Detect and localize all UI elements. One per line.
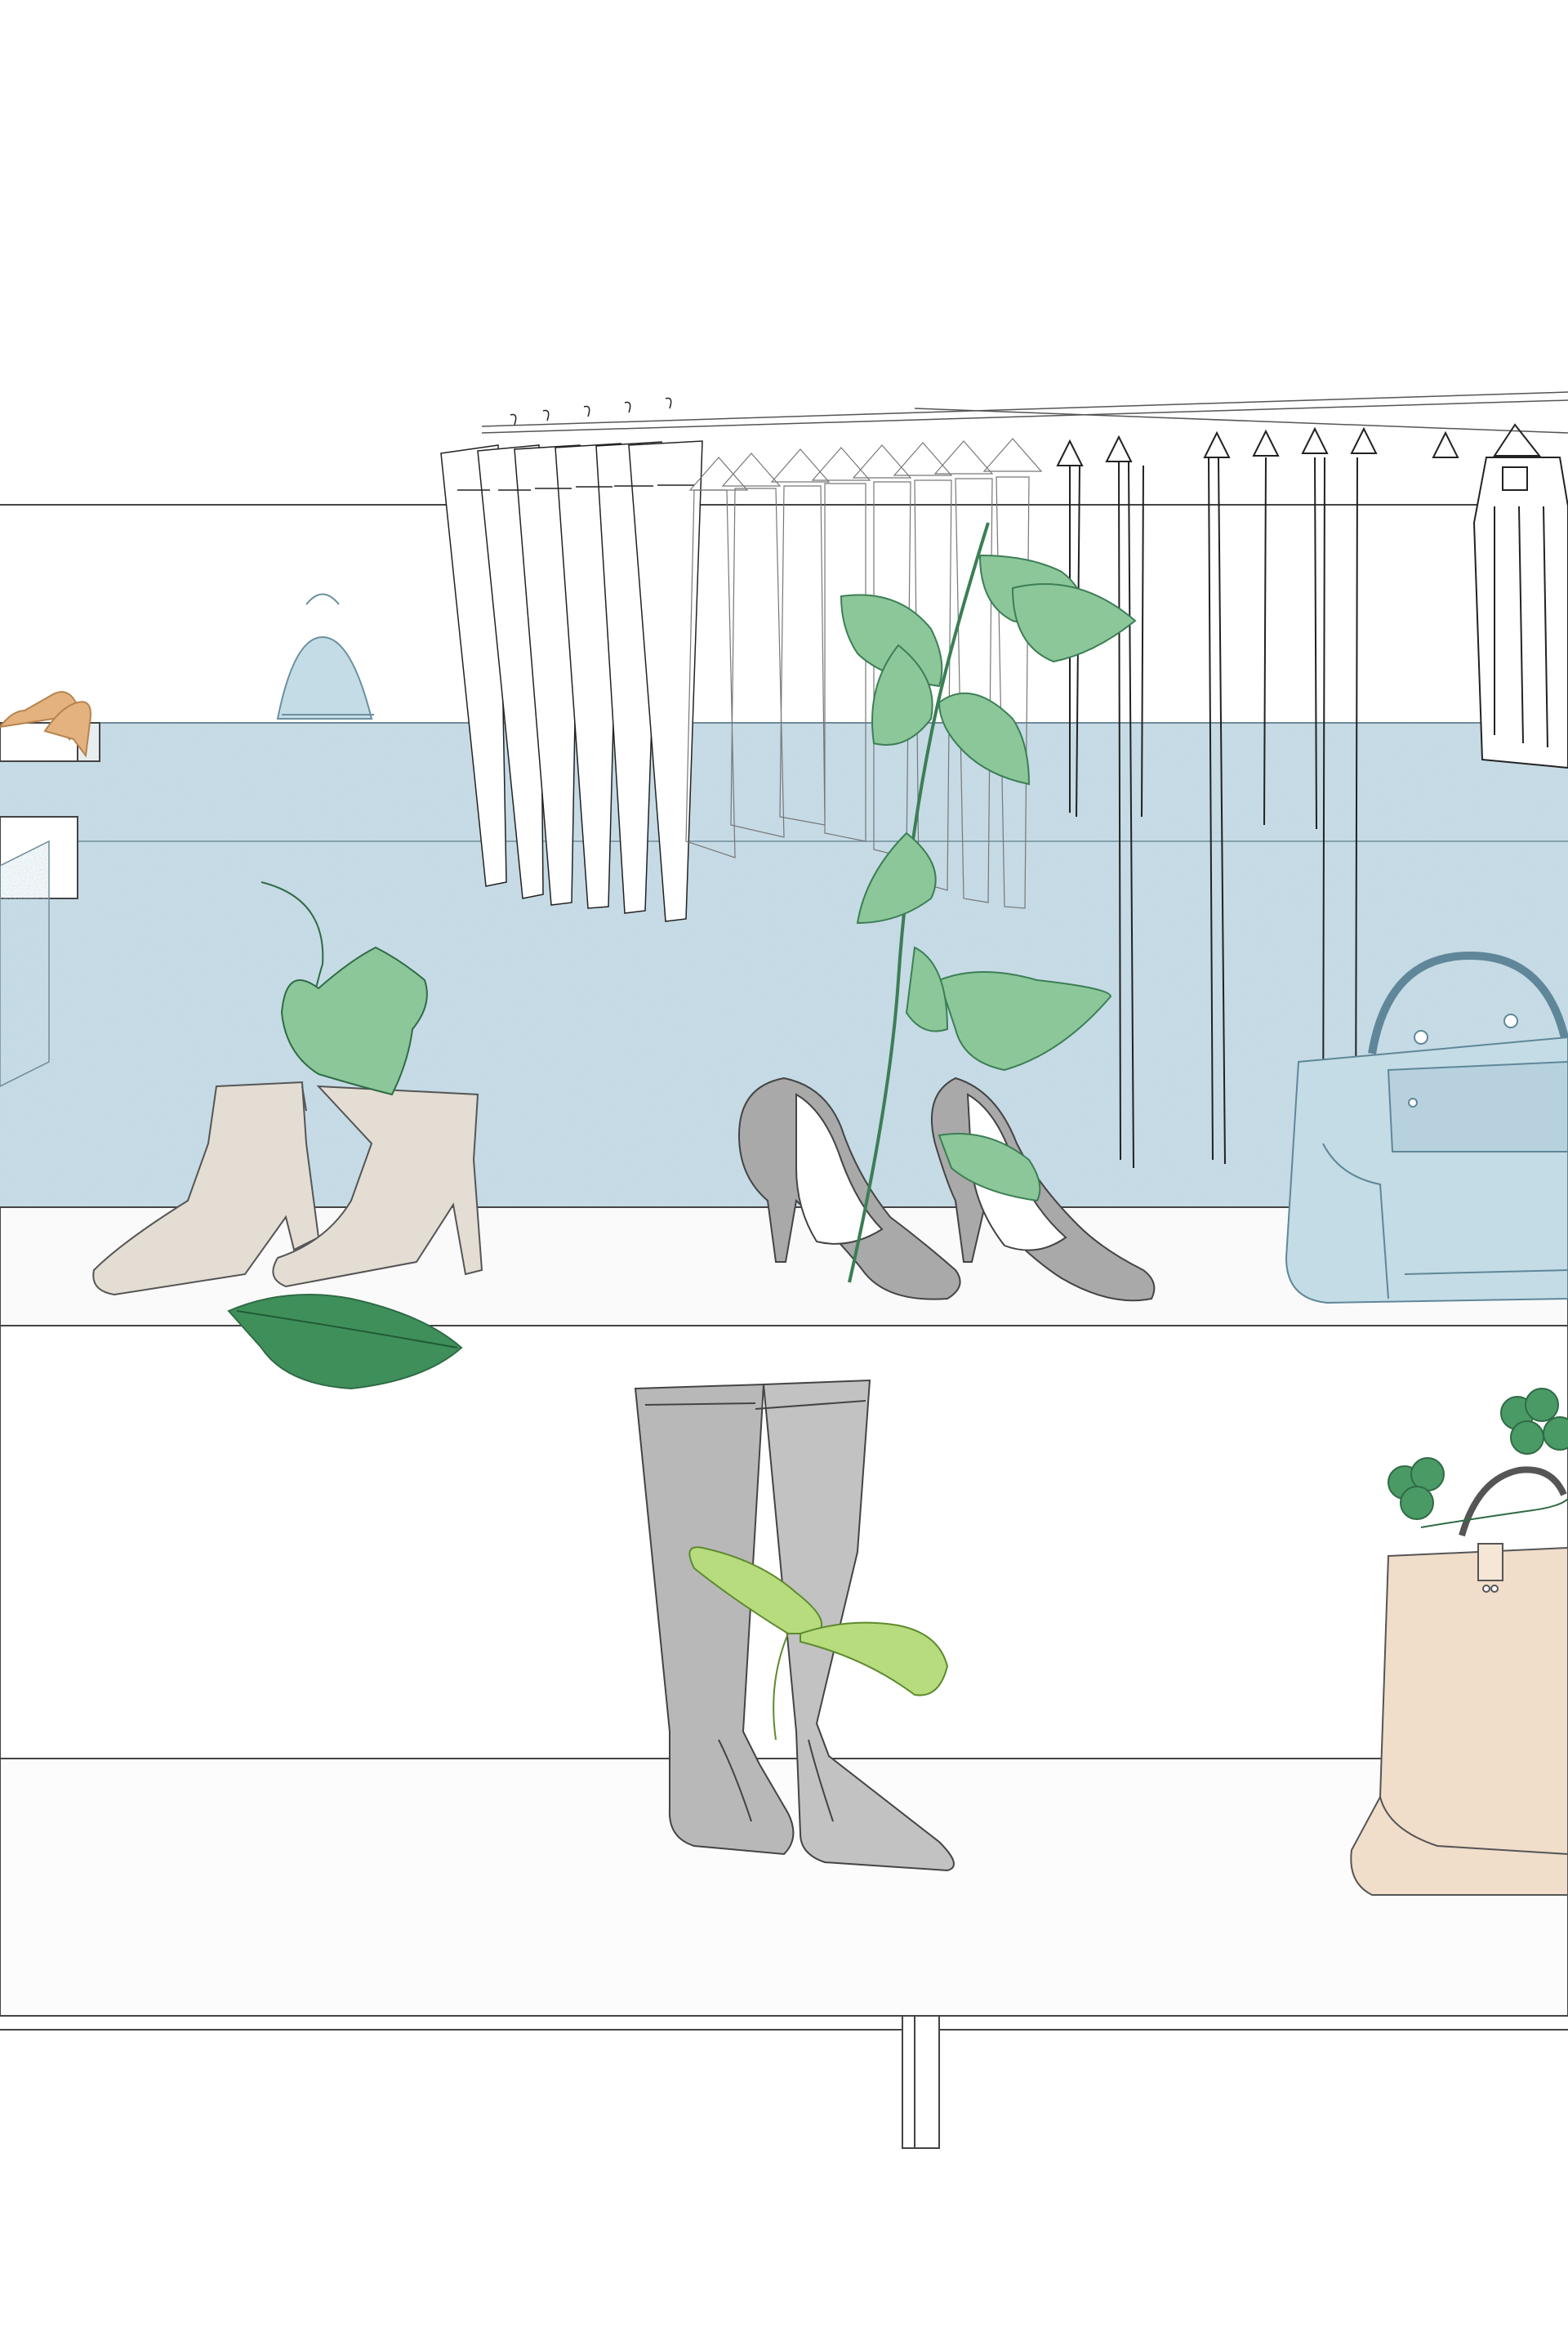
small-blue-purse <box>276 593 374 720</box>
clothing-rail <box>481 391 1568 434</box>
tall-grey-boots <box>634 1379 955 1872</box>
clover-sprig <box>1388 1388 1568 1528</box>
long-leaf <box>227 1294 463 1390</box>
climbing-vine <box>840 522 1137 1283</box>
hanging-skirts <box>1056 426 1459 1169</box>
blue-handbag <box>1285 951 1568 1304</box>
speckled-platform <box>0 722 1568 1208</box>
lime-seed-leaf <box>688 1546 949 1741</box>
beige-tote <box>1350 1466 1568 1896</box>
hanging-trousers <box>440 397 703 922</box>
shelving <box>0 1206 1568 2149</box>
beige-ankle-boots <box>92 1081 483 1296</box>
hanging-skirt-right <box>1472 423 1568 769</box>
fig-leaf <box>261 881 428 1096</box>
tan-heels <box>0 691 91 758</box>
